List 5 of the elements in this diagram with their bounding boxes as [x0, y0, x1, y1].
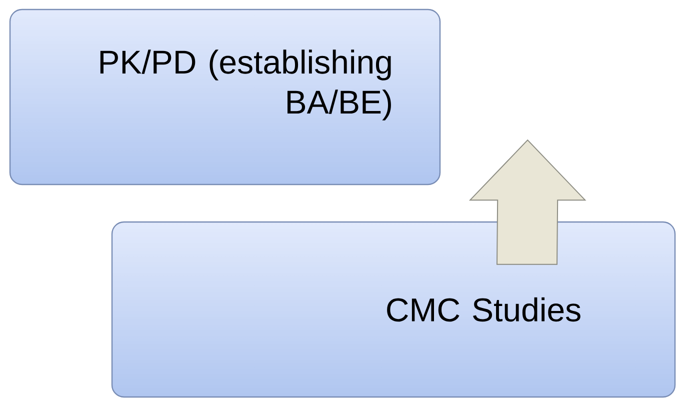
process-box [9, 8, 441, 186]
block-arrow [468, 139, 586, 265]
process-box [111, 221, 676, 398]
box-text: PK/PD (establishing BA/BE) [100, 50, 391, 120]
box-text: CMC Studies [387, 297, 580, 322]
